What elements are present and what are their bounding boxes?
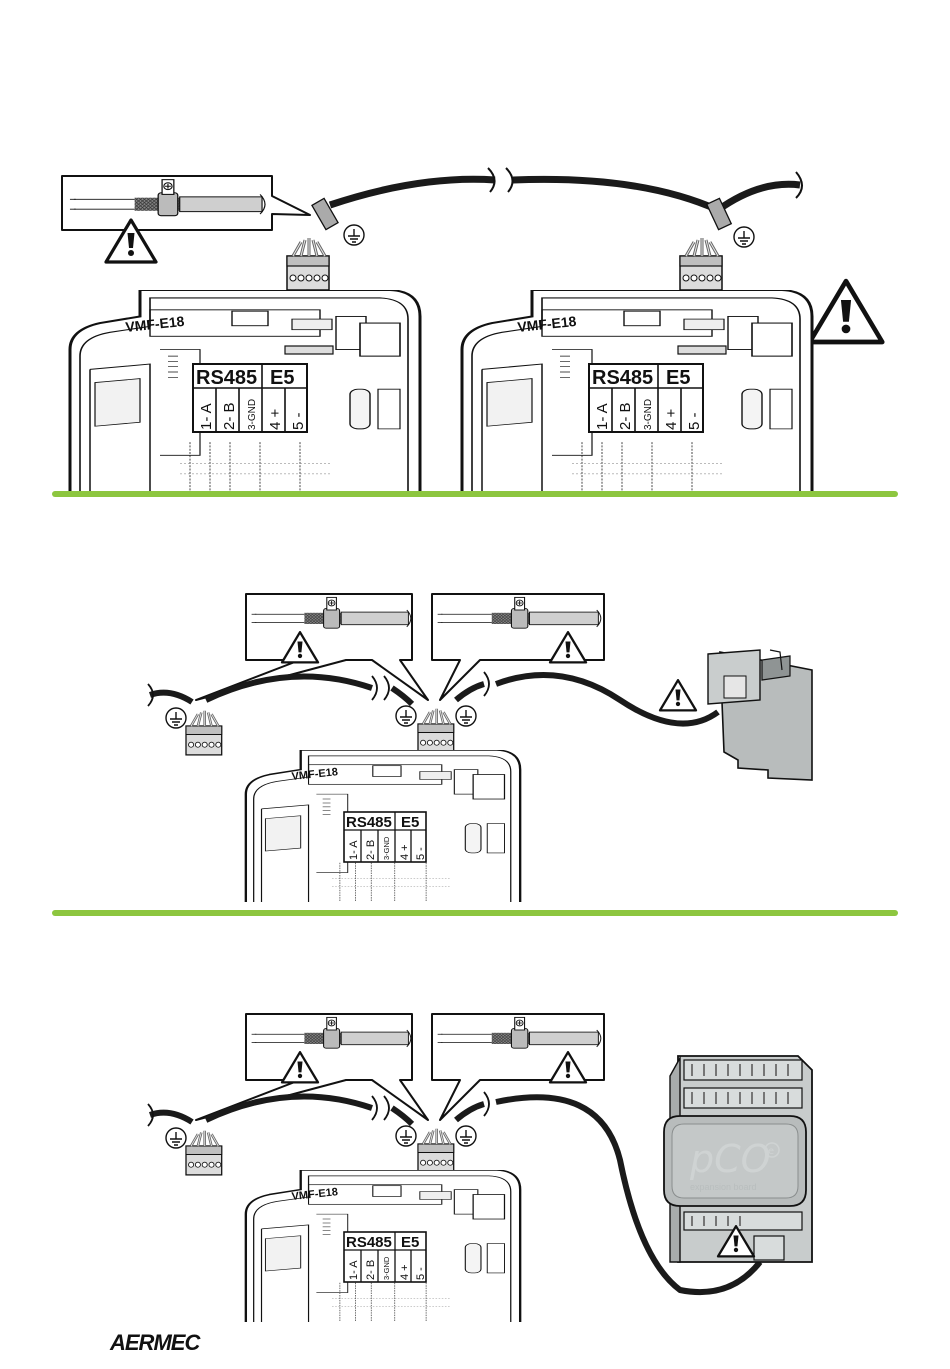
terminal-1: 1- A	[348, 840, 360, 860]
terminal-3: 3-GND	[247, 399, 258, 430]
ground-icon	[166, 708, 186, 728]
terminal-5: 5 -	[290, 412, 307, 430]
terminal-3: 3-GND	[382, 836, 391, 860]
e5-label: E5	[401, 814, 419, 831]
rs485-label: RS485	[346, 814, 392, 831]
terminal-1: 1- A	[348, 1260, 360, 1280]
terminal-1: 1- A	[594, 403, 611, 430]
terminal-4: 4 +	[663, 408, 680, 430]
terminal-2: 2- B	[617, 402, 634, 430]
terminal-3: 3-GND	[643, 399, 654, 430]
terminal-2: 2- B	[365, 840, 377, 860]
terminal-4: 4 +	[399, 1264, 411, 1280]
section-2: VMF-E18 RS485 E5 1- A 2- B 3-GND 4 + 5 -	[148, 594, 812, 902]
ground-icon	[734, 227, 754, 247]
external-device	[708, 650, 812, 780]
ground-icon	[396, 706, 416, 726]
pco-superscript: e	[768, 1146, 774, 1157]
terminal-5: 5 -	[686, 412, 703, 430]
terminal-plug	[186, 1131, 222, 1175]
terminal-plug	[418, 1129, 454, 1173]
terminal-3: 3-GND	[382, 1256, 391, 1280]
terminal-table: RS485 E5 1- A 2- B 3-GND 4 + 5 -	[344, 1232, 427, 1282]
e5-label: E5	[401, 1234, 419, 1251]
terminal-table: RS485 E5 1- A 2- B 3-GND 4 + 5 -	[344, 812, 427, 862]
terminal-plug	[287, 238, 329, 290]
aermec-logo: AERMEC	[109, 1330, 201, 1355]
terminal-5: 5 -	[415, 847, 427, 860]
pco-brand: pCO	[689, 1137, 771, 1181]
terminal-2: 2- B	[365, 1260, 377, 1280]
pco-subtitle: expansion board	[690, 1182, 757, 1192]
terminal-plug	[186, 711, 222, 755]
section-divider	[52, 910, 898, 916]
terminal-2: 2- B	[221, 402, 238, 430]
ground-icon	[456, 1126, 476, 1146]
warning-icon	[810, 281, 883, 342]
ground-icon	[344, 225, 364, 245]
section-1: VMF-E18 RS485 E5 1- A 2- B 3-GND 4 + 5 -…	[62, 168, 882, 495]
section-3: pCO e expansion board VMF-E18 RS485 E5 1…	[148, 1014, 812, 1322]
ground-icon	[166, 1128, 186, 1148]
ground-icon	[456, 706, 476, 726]
rs485-label: RS485	[196, 367, 257, 389]
terminal-4: 4 +	[399, 844, 411, 860]
rs485-label: RS485	[592, 367, 653, 389]
terminal-4: 4 +	[267, 408, 284, 430]
terminal-table: RS485 E5 1- A 2- B 3-GND 4 + 5 -	[589, 364, 703, 432]
terminal-plug	[680, 238, 722, 290]
e5-label: E5	[270, 367, 294, 389]
rs485-label: RS485	[346, 1234, 392, 1251]
terminal-table: RS485 E5 1- A 2- B 3-GND 4 + 5 -	[193, 364, 307, 432]
e5-label: E5	[666, 367, 690, 389]
terminal-5: 5 -	[415, 1267, 427, 1280]
terminal-1: 1- A	[198, 403, 215, 430]
warning-icon	[660, 680, 696, 710]
terminal-plug	[418, 709, 454, 753]
ground-icon	[396, 1126, 416, 1146]
section-divider	[52, 491, 898, 497]
